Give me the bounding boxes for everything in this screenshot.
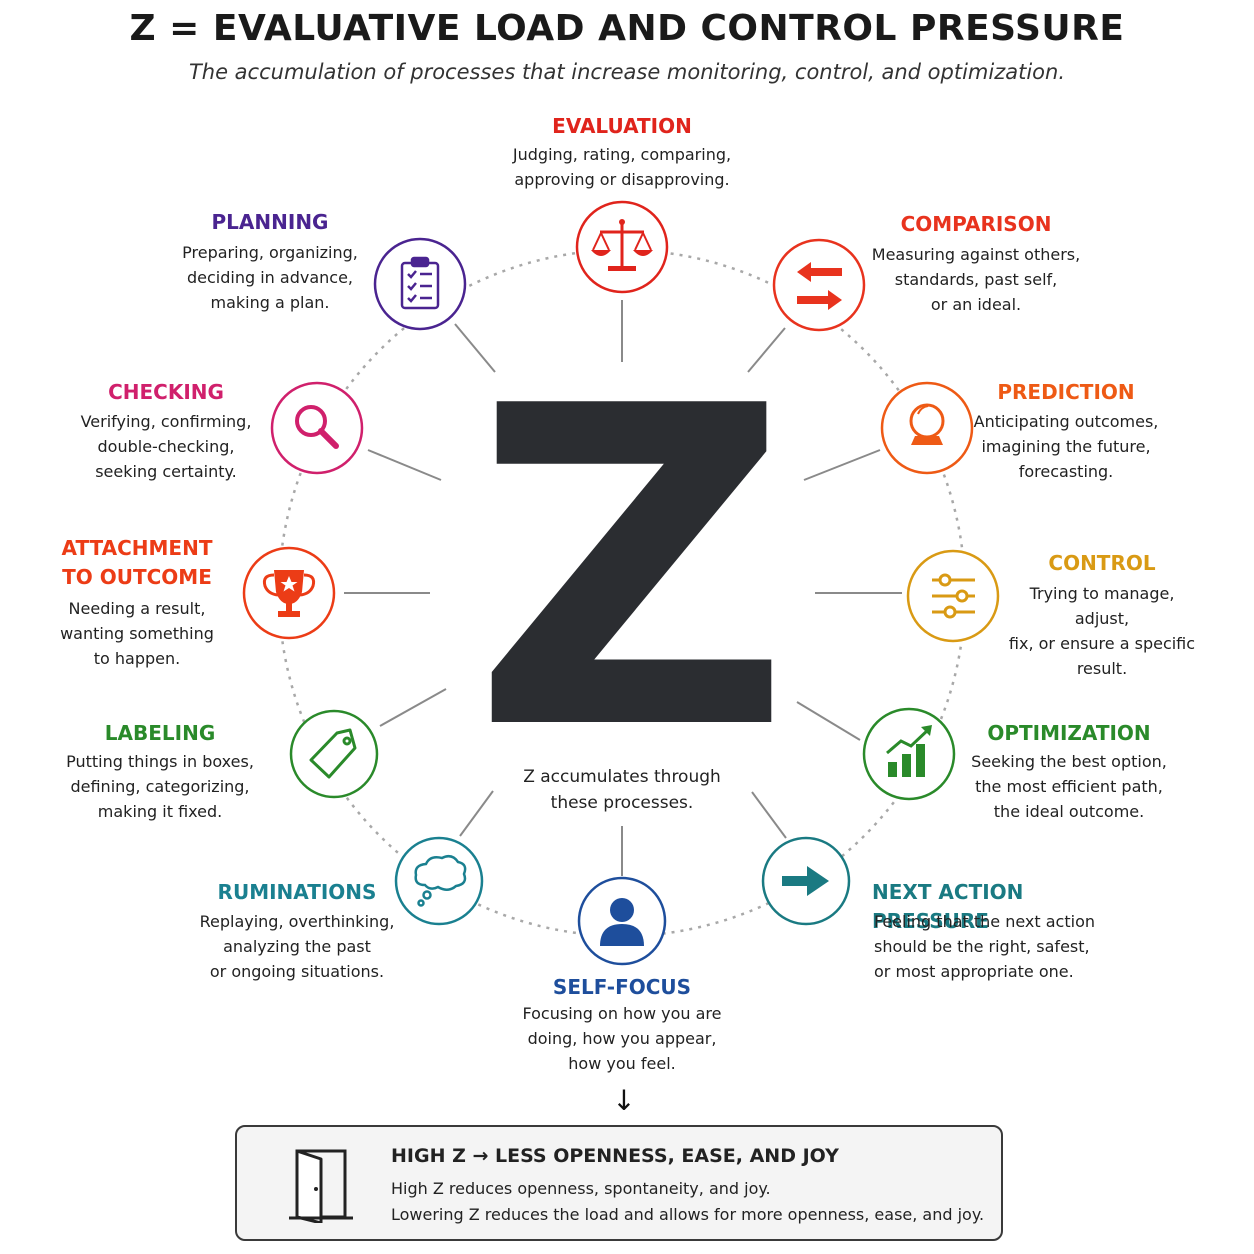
node-comparison <box>772 238 866 332</box>
desc-labeling: Putting things in boxes, defining, categ… <box>66 752 254 821</box>
label-self-focus: SELF-FOCUS <box>552 975 692 999</box>
label-next-action-pressure: NEXT ACTION PRESSURE <box>872 880 1024 933</box>
summary-headline: HIGH Z → LESS OPENNESS, EASE, AND JOY <box>391 1145 839 1167</box>
spoke-planning <box>454 323 496 373</box>
arrows-left-right-icon <box>797 262 842 310</box>
down-arrow-icon: ↓ <box>612 1084 636 1117</box>
label-planning: PLANNING <box>211 210 329 234</box>
node-prediction <box>880 381 974 475</box>
center-caption: Z accumulates through these processes. <box>523 767 721 813</box>
label-labeling: LABELING <box>104 721 216 745</box>
desc-planning: Preparing, organizing, deciding in advan… <box>182 243 358 312</box>
desc-comparison: Measuring against others, standards, pas… <box>871 245 1081 314</box>
desc-control: Trying to manage, adjust, fix, or ensure… <box>1008 584 1196 678</box>
spoke-prediction <box>803 449 881 481</box>
summary-line-1: High Z reduces openness, spontaneity, an… <box>391 1179 771 1198</box>
desc-prediction: Anticipating outcomes, imagining the fut… <box>973 412 1159 481</box>
growth-chart-icon <box>886 725 932 777</box>
summary-box: HIGH Z → LESS OPENNESS, EASE, AND JOY Hi… <box>235 1125 1003 1241</box>
checklist-icon <box>400 256 440 310</box>
desc-self-focus: Focusing on how you are doing, how you a… <box>522 1004 722 1073</box>
label-checking: CHECKING <box>108 380 224 404</box>
summary-line-2: Lowering Z reduces the load and allows f… <box>391 1205 985 1224</box>
node-optimization <box>862 707 956 801</box>
spoke-checking <box>367 449 442 481</box>
node-evaluation <box>575 200 669 294</box>
node-ruminations <box>394 836 484 926</box>
node-planning <box>373 237 467 331</box>
desc-next-action-pressure: Feeling that the next action should be t… <box>874 912 1095 981</box>
label-control: CONTROL <box>1048 551 1156 575</box>
scales-icon <box>591 219 653 271</box>
open-door-icon <box>289 1149 353 1223</box>
tag-icon <box>309 728 357 779</box>
node-labeling <box>289 709 379 799</box>
desc-attachment-to-outcome: Needing a result, wanting something to h… <box>60 599 214 668</box>
spoke-labeling <box>379 688 447 727</box>
node-control <box>906 549 1000 643</box>
center-z-letter: Z <box>472 314 792 826</box>
spoke-comparison <box>747 327 786 373</box>
person-icon <box>600 898 644 946</box>
crystal-ball-icon <box>909 403 945 445</box>
node-self-focus <box>577 876 667 966</box>
label-comparison: COMPARISON <box>900 212 1052 236</box>
label-attachment-to-outcome: ATTACHMENT TO OUTCOME <box>61 536 213 589</box>
desc-ruminations: Replaying, overthinking, analyzing the p… <box>199 912 395 981</box>
spoke-next-action <box>751 791 787 839</box>
desc-checking: Verifying, confirming, double-checking, … <box>80 412 252 481</box>
node-checking <box>270 381 364 475</box>
desc-optimization: Seeking the best option, the most effici… <box>971 752 1167 821</box>
trophy-icon <box>262 570 316 617</box>
arrow-right-icon <box>782 866 829 896</box>
label-ruminations: RUMINATIONS <box>217 880 377 904</box>
spoke-optimization <box>796 701 861 741</box>
label-evaluation: EVALUATION <box>552 114 692 138</box>
page-subtitle: The accumulation of processes that incre… <box>188 60 1066 84</box>
spoke-ruminations <box>459 790 494 837</box>
label-optimization: OPTIMIZATION <box>987 721 1151 745</box>
node-attachment-to-outcome <box>242 546 336 640</box>
desc-evaluation: Judging, rating, comparing, approving or… <box>512 145 732 189</box>
label-prediction: PREDICTION <box>997 380 1135 404</box>
sliders-icon <box>932 573 975 619</box>
page-title: Z = EVALUATIVE LOAD AND CONTROL PRESSURE <box>129 8 1125 49</box>
node-next-action-pressure <box>761 836 851 926</box>
thought-bubble-icon <box>414 854 467 907</box>
magnifier-icon <box>295 405 339 449</box>
